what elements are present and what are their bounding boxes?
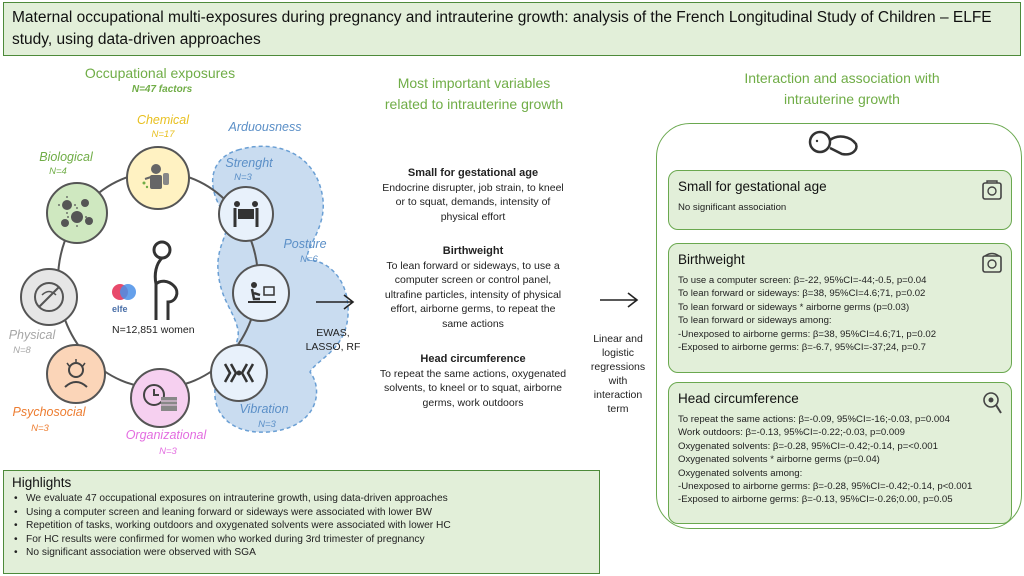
birthweight-result-line: -Exposed to airborne germs: β=-6.7, 95%C…	[678, 342, 926, 354]
birthweight-result-line: To lean forward or sideways: β=38, 95%CI…	[678, 288, 926, 300]
hc-result-line: -Exposed to airborne germs: β=-0.13, 95%…	[678, 494, 953, 506]
regression-text: Linear and logistic regressions with int…	[582, 332, 654, 416]
physical-circle	[20, 268, 78, 326]
posture-count: N=6	[300, 254, 318, 265]
regression-line: regressions	[590, 361, 646, 373]
occupational-exposures-heading: Occupational exposures	[84, 65, 236, 81]
hc-result-title: Head circumference	[678, 391, 799, 406]
hc-variables: Head circumference To repeat the same ac…	[378, 352, 568, 410]
methods-text: EWAS, LASSO, RF	[298, 326, 368, 354]
scale-icon	[982, 180, 1002, 200]
sga-variables: Small for gestational age Endocrine disr…	[378, 166, 568, 224]
vibration-icon	[223, 363, 255, 383]
sga-result-title: Small for gestational age	[678, 179, 827, 194]
highlight-item: No significant association were observed…	[12, 546, 591, 560]
sga-variables-text: Endocrine disrupter, job strain, to knee…	[382, 181, 564, 223]
method-line: EWAS,	[316, 327, 350, 339]
tape-measure-icon	[983, 392, 1002, 414]
arrow-right-icon	[600, 292, 639, 308]
vibration-circle	[210, 344, 268, 402]
biological-label: Biological	[39, 150, 93, 164]
hc-result-line: Oxygenated solvents: β=-0.28, 95%CI=-0.4…	[678, 440, 938, 452]
highlights-title: Highlights	[12, 475, 72, 490]
germs-icon	[58, 196, 93, 227]
pregnant-woman-icon	[152, 240, 179, 320]
birthweight-result-line: -Unexposed to airborne germs: β=38, 95%C…	[678, 328, 937, 340]
stressed-person-icon	[64, 359, 88, 388]
chemical-label: Chemical	[136, 113, 190, 127]
chemical-circle	[126, 146, 190, 210]
physical-label: Physical	[8, 328, 56, 342]
hc-variables-text: To repeat the same actions, oxygenated s…	[379, 367, 567, 409]
birthweight-result-line: To lean forward or sideways * airborne g…	[678, 301, 910, 313]
women-count: N=12,851 women	[112, 324, 195, 336]
clock-calendar-icon	[143, 384, 177, 411]
posture-label: Posture	[283, 237, 327, 251]
highlight-item: Using a computer screen and leaning forw…	[12, 506, 591, 520]
sga-variables-title: Small for gestational age	[407, 167, 539, 179]
physical-count: N=8	[13, 345, 31, 356]
organizational-count: N=3	[159, 446, 177, 457]
hc-variables-title: Head circumference	[420, 353, 526, 365]
birthweight-variables-title: Birthweight	[442, 245, 504, 257]
birthweight-variables: Birthweight To lean forward or sideways,…	[378, 244, 568, 331]
interaction-heading: Interaction and association with intraut…	[744, 70, 940, 107]
baby-icon	[808, 130, 858, 156]
results-frame	[656, 123, 1022, 529]
regression-line: logistic	[601, 347, 635, 359]
birthweight-result-title: Birthweight	[678, 252, 745, 267]
factors-count: N=47 factors	[131, 84, 193, 95]
birthweight-result-line: To use a computer screen: β=-22, 95%CI=-…	[678, 275, 927, 286]
sga-result-line: No significant association	[678, 202, 787, 213]
highlights-list: We evaluate 47 occupational exposures on…	[12, 492, 591, 560]
birthweight-result-line: To lean forward or sideways among:	[678, 315, 832, 327]
hc-result-line: Work outdoors: β=-0.13, 95%CI=-0.22;-0.0…	[678, 427, 905, 439]
psychosocial-circle	[46, 344, 106, 404]
hc-result-line: Oxygenated solvents * airborne germs (p=…	[678, 454, 880, 466]
regression-line: with	[608, 375, 628, 387]
chemical-worker-icon	[142, 164, 169, 189]
psychosocial-label: Psychosocial	[12, 405, 86, 419]
no-noise-icon	[34, 282, 64, 312]
highlight-item: We evaluate 47 occupational exposures on…	[12, 492, 591, 506]
strength-label: Strenght	[225, 156, 273, 170]
baby-scale-icon	[982, 252, 1002, 273]
desk-worker-icon	[248, 282, 276, 303]
arrow-right-icon	[316, 294, 355, 310]
strength-count: N=3	[234, 172, 252, 183]
regression-line: interaction	[593, 389, 643, 401]
elfe-logo-text: elfe	[112, 304, 128, 314]
sga-result-box: Small for gestational age No significant…	[668, 170, 1012, 230]
elfe-logo	[112, 284, 136, 300]
highlights-panel: Highlights We evaluate 47 occupational e…	[3, 470, 600, 574]
chemical-count: N=17	[151, 129, 175, 140]
birthweight-result-box: Birthweight To use a computer screen: β=…	[668, 243, 1012, 373]
biological-circle	[46, 182, 108, 244]
regression-line: Linear and	[593, 333, 643, 345]
method-line: LASSO, RF	[305, 341, 361, 353]
organizational-label: Organizational	[125, 428, 207, 442]
organizational-circle	[130, 368, 190, 428]
biological-count: N=4	[49, 166, 67, 177]
hc-result-box: Head circumference To repeat the same ac…	[668, 382, 1012, 524]
birthweight-variables-text: To lean forward or sideways, to use a co…	[384, 259, 562, 330]
hc-result-line: To repeat the same actions: β=-0.09, 95%…	[678, 414, 950, 425]
strength-circle	[218, 186, 274, 242]
vibration-label: Vibration	[239, 402, 289, 416]
regression-line: term	[607, 403, 629, 415]
posture-circle	[232, 264, 290, 322]
psychosocial-count: N=3	[31, 423, 49, 434]
hc-result-line: Oxygenated solvents among:	[678, 467, 803, 479]
hc-result-line: -Unexposed to airborne germs: β=-0.28, 9…	[678, 481, 973, 493]
highlight-item: Repetition of tasks, working outdoors an…	[12, 519, 591, 533]
highlight-item: For HC results were confirmed for women …	[12, 533, 591, 547]
variables-heading: Most important variables related to intr…	[384, 75, 564, 112]
page-title: Maternal occupational multi-exposures du…	[3, 2, 1021, 56]
vibration-count: N=3	[258, 419, 276, 430]
arduousness-label: Arduousness	[228, 120, 302, 134]
carrying-box-icon	[233, 201, 259, 227]
